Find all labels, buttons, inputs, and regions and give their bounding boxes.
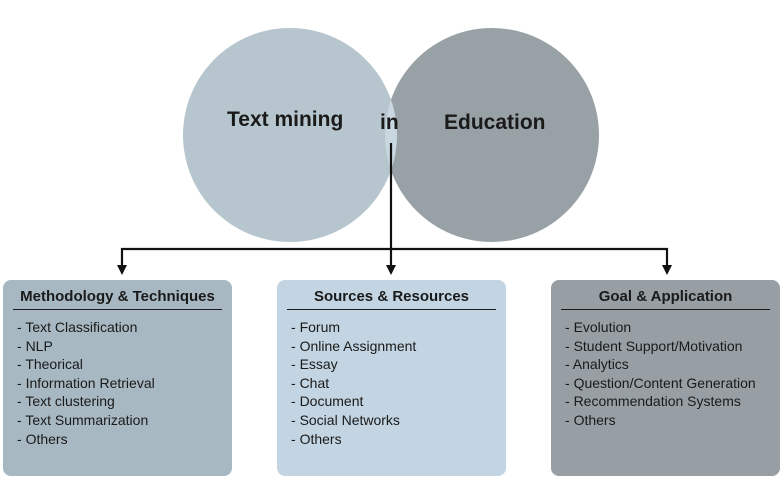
list-item: Text clustering bbox=[17, 392, 222, 411]
list-item: Online Assignment bbox=[291, 337, 496, 356]
list-item: Recommendation Systems bbox=[565, 392, 770, 411]
list-item: Forum bbox=[291, 318, 496, 337]
right-branch bbox=[391, 247, 672, 275]
list-item: Evolution bbox=[565, 318, 770, 337]
list-item: Chat bbox=[291, 374, 496, 393]
methodology-title: Methodology & Techniques bbox=[13, 288, 222, 310]
list-item: Others bbox=[291, 430, 496, 449]
connector-arrows bbox=[117, 143, 672, 275]
sources-title: Sources & Resources bbox=[287, 288, 496, 310]
in-label: in bbox=[380, 111, 399, 134]
list-item: Student Support/Motivation bbox=[565, 337, 770, 356]
education-circle bbox=[385, 28, 599, 242]
goal-title: Goal & Application bbox=[561, 288, 770, 310]
list-item: Others bbox=[17, 430, 222, 449]
list-item: Others bbox=[565, 411, 770, 430]
list-item: NLP bbox=[17, 337, 222, 356]
list-item: Text Summarization bbox=[17, 411, 222, 430]
text-mining-circle bbox=[183, 28, 397, 242]
left-branch bbox=[117, 247, 391, 275]
methodology-box: Methodology & Techniques Text Classifica… bbox=[3, 280, 232, 476]
list-item: Question/Content Generation bbox=[565, 374, 770, 393]
list-item: Social Networks bbox=[291, 411, 496, 430]
list-item: Document bbox=[291, 392, 496, 411]
list-item: Information Retrieval bbox=[17, 374, 222, 393]
list-item: Essay bbox=[291, 355, 496, 374]
methodology-list: Text Classification NLP Theorical Inform… bbox=[13, 318, 222, 448]
goal-box: Goal & Application Evolution Student Sup… bbox=[551, 280, 780, 476]
sources-list: Forum Online Assignment Essay Chat Docum… bbox=[287, 318, 496, 448]
text-mining-label: Text mining bbox=[227, 108, 344, 131]
list-item: Theorical bbox=[17, 355, 222, 374]
goal-list: Evolution Student Support/Motivation Ana… bbox=[561, 318, 770, 430]
education-label: Education bbox=[444, 111, 546, 134]
list-item: Text Classification bbox=[17, 318, 222, 337]
list-item: Analytics bbox=[565, 355, 770, 374]
sources-box: Sources & Resources Forum Online Assignm… bbox=[277, 280, 506, 476]
